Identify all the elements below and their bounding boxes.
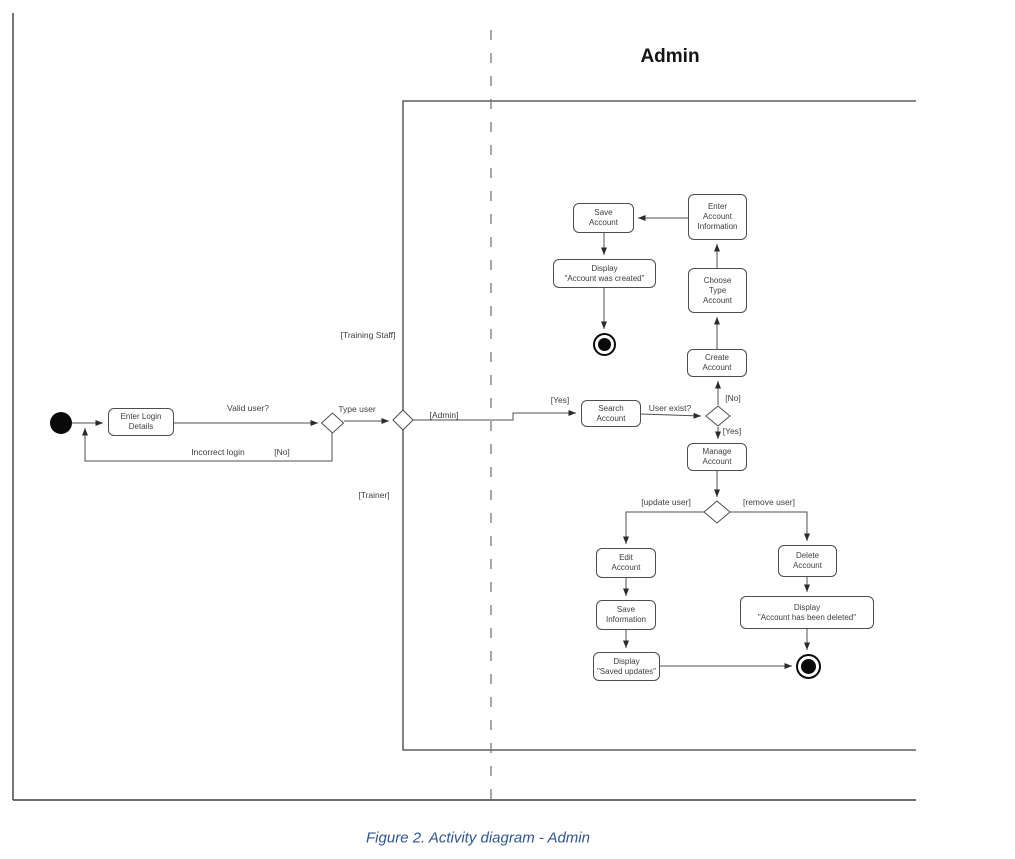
action-manage-account: Manage Account	[687, 443, 747, 471]
connector-type-user-to-search-account	[413, 410, 576, 421]
action-edit-account: Edit Account	[596, 548, 656, 578]
action-create-account: Create Account	[687, 349, 747, 377]
guard-label-update-user: [update user]	[641, 497, 691, 507]
action-save-information: Save Information	[596, 600, 656, 630]
decision-valid-user-diamond	[320, 412, 345, 434]
action-save-account: Save Account	[573, 203, 634, 233]
connector-remove-user-to-delete-account	[730, 511, 810, 541]
final-node-account-created	[593, 333, 616, 356]
initial-node	[50, 412, 72, 434]
guard-label-yes-exist: [Yes]	[722, 426, 742, 436]
connector-incorrect-login-feedback	[82, 428, 333, 462]
swimlane-title: Admin	[640, 46, 700, 67]
guard-label-trainer: [Trainer]	[358, 490, 390, 500]
guard-label-admin: [Admin]	[429, 410, 459, 420]
guard-label-user-exist: User exist?	[648, 403, 692, 413]
action-choose-type-account: Choose Type Account	[688, 268, 747, 313]
decision-user-exist-diamond	[705, 405, 731, 427]
final-node-account-managed	[796, 654, 821, 679]
guard-label-valid-user: Valid user?	[227, 403, 269, 413]
decision-type-user-diamond	[392, 409, 414, 431]
guard-label-no-login: [No]	[274, 447, 290, 457]
figure-caption: Figure 2. Activity diagram - Admin	[366, 829, 590, 847]
guard-label-remove-user: [remove user]	[743, 497, 795, 507]
guard-label-type-user: Type user	[338, 404, 376, 414]
action-enter-account-information: Enter Account Information	[688, 194, 747, 240]
guard-label-incorrect-login: Incorrect login	[191, 447, 245, 457]
final-node-inner-dot	[801, 659, 816, 674]
guard-label-yes-admin: [Yes]	[550, 395, 570, 405]
connector-search-to-user-exist	[640, 412, 702, 419]
action-search-account: Search Account	[581, 400, 641, 427]
guard-label-no-exist: [No]	[725, 393, 741, 403]
connector-update-user-to-edit-account	[623, 511, 704, 544]
action-delete-account: Delete Account	[778, 545, 837, 577]
guard-label-training-staff: [Training Staff]	[340, 330, 396, 340]
decision-manage-action-diamond	[703, 500, 731, 524]
action-display-account-created: Display "Account was created"	[553, 259, 656, 288]
action-display-account-deleted: Display "Account has been deleted"	[740, 596, 874, 629]
final-node-inner-dot	[598, 338, 611, 351]
admin-swimlane-frame	[402, 100, 916, 751]
action-display-saved-updates: Display "Saved updates"	[593, 652, 660, 681]
action-enter-login-details: Enter Login Details	[108, 408, 174, 436]
